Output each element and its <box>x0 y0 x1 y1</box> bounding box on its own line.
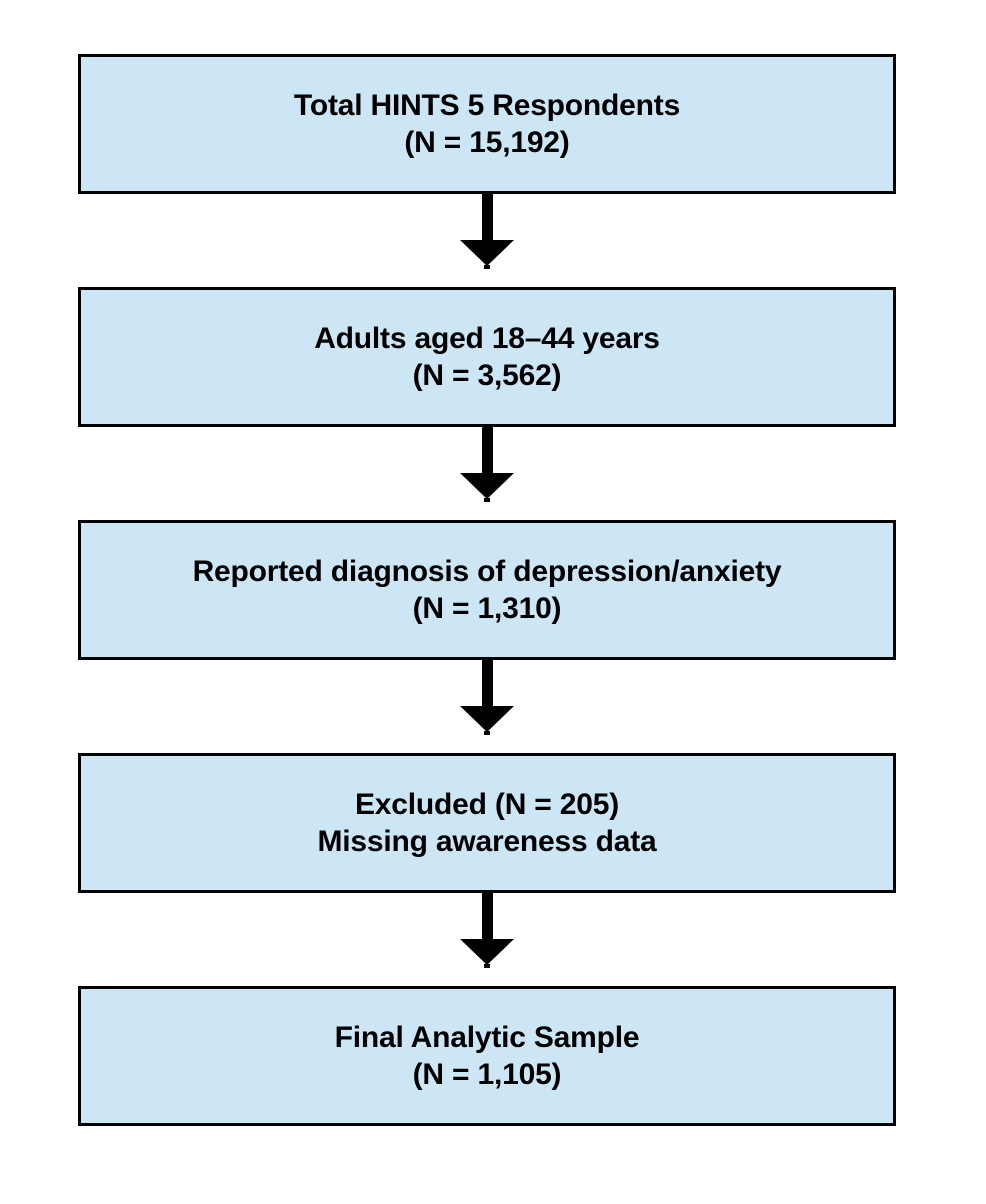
arrow-head <box>460 939 514 965</box>
flow-box-adults-18-44: Adults aged 18–44 years (N = 3,562) <box>78 287 896 427</box>
flow-box-title: Final Analytic Sample <box>334 1021 640 1054</box>
down-arrow-icon <box>460 194 514 269</box>
down-arrow-icon <box>460 427 514 502</box>
flow-box-excluded-missing-awareness: Excluded (N = 205) Missing awareness dat… <box>78 753 896 893</box>
flow-box-count: (N = 1,105) <box>412 1058 562 1091</box>
arrow-tip-stub <box>484 731 490 735</box>
flow-box-title: Adults aged 18–44 years <box>314 322 660 355</box>
flow-box-count: (N = 3,562) <box>412 359 562 392</box>
flow-box-count: (N = 15,192) <box>404 126 570 159</box>
arrow-shaft <box>481 427 493 473</box>
arrow-shaft <box>481 893 493 939</box>
arrow-shaft <box>481 194 493 240</box>
flow-box-count: Missing awareness data <box>317 825 657 858</box>
arrow-tip-stub <box>484 265 490 269</box>
flow-box-title: Excluded (N = 205) <box>355 788 619 821</box>
flow-box-title: Total HINTS 5 Respondents <box>293 89 681 122</box>
arrow-head <box>460 706 514 732</box>
flow-box-count: (N = 1,310) <box>412 592 562 625</box>
flow-box-total-hints5-respondents: Total HINTS 5 Respondents (N = 15,192) <box>78 54 896 194</box>
flow-box-depression-anxiety-diagnosis: Reported diagnosis of depression/anxiety… <box>78 520 896 660</box>
arrow-shaft <box>481 660 493 706</box>
down-arrow-icon <box>460 893 514 968</box>
flow-box-title: Reported diagnosis of depression/anxiety <box>192 555 782 588</box>
arrow-tip-stub <box>484 964 490 968</box>
flow-box-final-analytic-sample: Final Analytic Sample (N = 1,105) <box>78 986 896 1126</box>
arrow-head <box>460 240 514 266</box>
down-arrow-icon <box>460 660 514 735</box>
arrow-head <box>460 473 514 499</box>
arrow-tip-stub <box>484 498 490 502</box>
